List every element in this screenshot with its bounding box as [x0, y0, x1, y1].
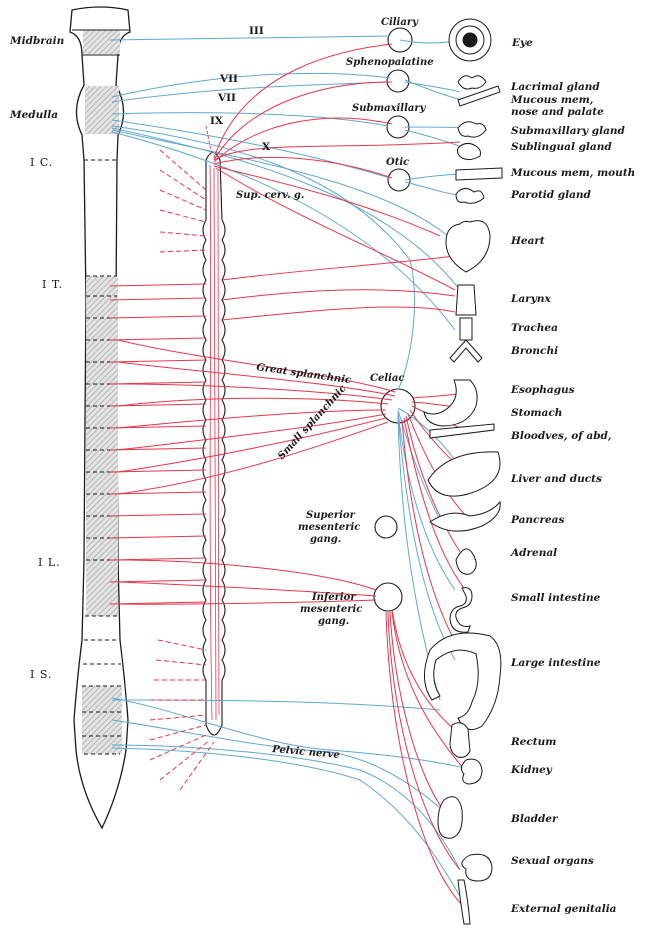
label-inf-mes-1: Inferior: [311, 592, 356, 603]
label-eye: Eye: [511, 37, 533, 49]
organ-icons: [423, 18, 503, 925]
label-ext-genitalia: External genitalia: [510, 903, 617, 915]
ganglia: [373, 27, 416, 612]
label-sup-mes-3: gang.: [310, 534, 341, 545]
label-nerve-vii-a: VII: [219, 73, 238, 85]
label-large-int: Large intestine: [510, 657, 601, 669]
label-medulla: Medulla: [9, 109, 58, 121]
parotid-gland-icon: [455, 188, 485, 204]
label-cervical: I C.: [30, 156, 53, 169]
adrenal-icon: [455, 548, 477, 575]
label-otic: Otic: [386, 157, 409, 168]
label-nerve-x: X: [262, 141, 271, 153]
label-sublingual: Sublingual gland: [511, 141, 612, 153]
label-submaxillary: Submaxillary: [352, 103, 427, 114]
label-esophagus: Esophagus: [510, 384, 575, 396]
superior-mesenteric-ganglion: [374, 515, 398, 539]
lacrimal-gland-icon: [457, 75, 487, 90]
label-bloodves: Bloodves, of abd,: [510, 430, 612, 442]
small-intestine-icon: [449, 587, 473, 633]
nasal-mucosa-icon: [457, 85, 501, 107]
label-nerve-vii-b: VII: [217, 92, 236, 104]
otic-ganglion: [387, 168, 411, 192]
label-bladder: Bladder: [510, 813, 559, 825]
label-mucous-nose-2: nose and palate: [511, 106, 604, 118]
rectum-icon: [449, 722, 471, 758]
label-parotid: Parotid gland: [510, 189, 592, 201]
label-pancreas: Pancreas: [510, 514, 564, 526]
oral-mucosa-icon: [455, 167, 503, 181]
label-heart: Heart: [510, 235, 545, 247]
label-nerve-iii: III: [249, 25, 264, 37]
heart-icon: [445, 220, 491, 273]
label-larynx: Larynx: [510, 293, 551, 305]
kidney-icon: [460, 758, 483, 785]
label-stomach: Stomach: [511, 407, 562, 419]
inferior-mesenteric-ganglion: [373, 582, 403, 612]
label-sup-cerv: Sup. cerv. g.: [236, 190, 304, 201]
label-mucous-mouth: Mucous mem, mouth: [510, 167, 635, 179]
label-celiac: Celiac: [370, 373, 405, 384]
label-rectum: Rectum: [510, 736, 556, 748]
sexual-organs-icon: [461, 853, 493, 882]
external-genitalia-icon: [457, 879, 471, 925]
label-sphenopalatine: Sphenopalatine: [346, 57, 434, 68]
larynx-icon: [455, 284, 477, 316]
label-thoracic: I T.: [42, 278, 63, 291]
spinal-cord: [69, 6, 131, 830]
label-midbrain: Midbrain: [9, 35, 64, 47]
thoracolumbar-zone: [86, 276, 118, 616]
label-mucous-nose-1: Mucous mem,: [510, 94, 593, 106]
label-inf-mes-2: mesenteric: [300, 604, 362, 615]
label-liver: Liver and ducts: [510, 473, 602, 485]
label-sup-mes-1: Superior: [306, 510, 356, 521]
parasympathetic-fibers: [109, 35, 471, 906]
label-bronchi: Bronchi: [510, 345, 558, 357]
submaxillary-gland-icon: [457, 121, 487, 138]
segment-dividers: [72, 29, 130, 755]
sympathetic-trunk: [202, 151, 226, 736]
label-great-splanchnic: Great splanchnic: [256, 362, 352, 386]
label-sup-mes-2: mesenteric: [298, 522, 360, 533]
label-small-int: Small intestine: [511, 592, 601, 604]
pancreas-icon: [429, 500, 501, 532]
label-sacral: I S.: [30, 668, 52, 681]
label-trachea: Trachea: [511, 322, 558, 334]
label-ciliary: Ciliary: [381, 17, 419, 28]
label-inf-mes-3: gang.: [318, 616, 349, 627]
sublingual-gland-icon: [457, 142, 481, 161]
medulla-zone: [85, 86, 119, 134]
label-sexual: Sexual organs: [511, 855, 594, 867]
stomach-icon: [423, 379, 478, 427]
label-lumbar: I L.: [38, 556, 61, 569]
eye-icon: [448, 18, 492, 62]
label-submax-gland: Submaxillary gland: [511, 125, 626, 137]
label-lacrimal: Lacrimal gland: [510, 81, 600, 93]
label-kidney: Kidney: [510, 764, 553, 776]
bladder-icon: [437, 796, 463, 839]
midbrain-zone: [83, 30, 120, 54]
abdominal-vessels-icon: [429, 423, 495, 439]
sphenopalatine-ganglion: [386, 69, 410, 93]
label-nerve-ix: IX: [210, 115, 224, 127]
large-intestine-icon: [424, 632, 502, 731]
sympathetic-fibers: [109, 43, 481, 906]
bronchi-icon: [449, 339, 483, 363]
label-pelvic-nerve: Pelvic nerve: [271, 744, 340, 761]
label-adrenal: Adrenal: [510, 547, 557, 559]
trachea-icon: [459, 317, 473, 341]
liver-icon: [427, 451, 501, 497]
sacral-zone: [82, 686, 122, 754]
